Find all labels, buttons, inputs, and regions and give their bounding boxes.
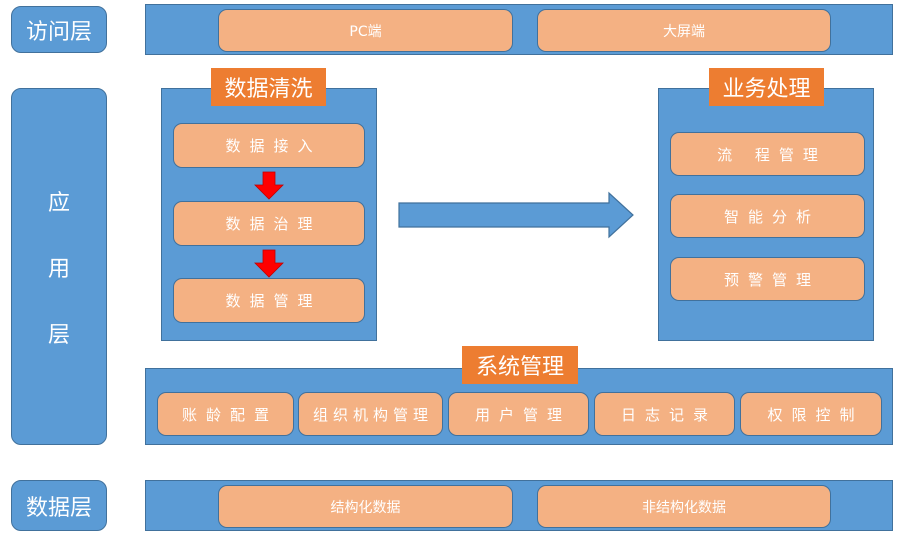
data-cleaning-title-text: 数据清洗 <box>224 77 313 102</box>
system-item-label: 用户管理 <box>474 405 571 424</box>
application-layer-char: 用 <box>47 256 70 282</box>
application-layer-label: 应 用 层 <box>11 88 107 445</box>
data-cleaning-step-ingest[interactable]: 数据接入 <box>173 123 365 168</box>
system-item-aging-config[interactable]: 账龄配置 <box>157 392 294 436</box>
system-item-org[interactable]: 组织机构管理 <box>298 392 443 436</box>
data-item-structured-label: 结构化数据 <box>330 499 401 516</box>
access-item-big-screen-label: 大屏端 <box>663 23 705 40</box>
data-layer-label: 数据层 <box>11 480 107 531</box>
system-item-permissions[interactable]: 权限控制 <box>740 392 882 436</box>
system-title: 系统管理 <box>462 346 578 384</box>
data-cleaning-step-management[interactable]: 数据管理 <box>173 278 365 323</box>
step-label: 数据治理 <box>225 215 322 233</box>
business-item-analysis[interactable]: 智能分析 <box>670 194 865 238</box>
step-label: 数据接入 <box>225 137 322 155</box>
data-item-structured[interactable]: 结构化数据 <box>218 485 513 528</box>
access-layer-label-text: 访问层 <box>25 19 92 45</box>
system-title-text: 系统管理 <box>475 355 564 380</box>
access-item-big-screen[interactable]: 大屏端 <box>537 9 831 52</box>
business-item-process[interactable]: 流 程管理 <box>670 132 865 176</box>
system-item-label: 日志记录 <box>620 405 717 424</box>
data-layer-label-text: 数据层 <box>25 495 92 521</box>
access-item-pc[interactable]: PC端 <box>218 9 513 52</box>
business-item-alert[interactable]: 预警管理 <box>670 257 865 301</box>
flow-right-arrow-icon <box>398 191 634 239</box>
business-title-text: 业务处理 <box>722 77 811 102</box>
down-arrow-icon <box>254 171 284 200</box>
business-title: 业务处理 <box>709 68 824 106</box>
access-item-pc-label: PC端 <box>349 23 382 40</box>
data-cleaning-step-governance[interactable]: 数据治理 <box>173 201 365 246</box>
data-cleaning-title: 数据清洗 <box>211 68 326 106</box>
system-item-label: 组织机构管理 <box>312 405 433 424</box>
system-item-label: 账龄配置 <box>181 405 278 424</box>
step-label: 数据管理 <box>225 292 322 310</box>
application-layer-char: 层 <box>47 322 70 348</box>
system-item-label: 权限控制 <box>767 405 864 424</box>
access-layer-label: 访问层 <box>11 6 107 53</box>
business-item-label: 智能分析 <box>723 207 820 226</box>
data-item-unstructured-label: 非结构化数据 <box>642 499 726 516</box>
system-item-logs[interactable]: 日志记录 <box>594 392 735 436</box>
business-item-label: 流 程管理 <box>717 145 827 164</box>
system-item-users[interactable]: 用户管理 <box>448 392 589 436</box>
data-item-unstructured[interactable]: 非结构化数据 <box>537 485 831 528</box>
business-item-label: 预警管理 <box>723 270 820 289</box>
down-arrow-icon <box>254 249 284 278</box>
application-layer-char: 应 <box>47 190 70 216</box>
